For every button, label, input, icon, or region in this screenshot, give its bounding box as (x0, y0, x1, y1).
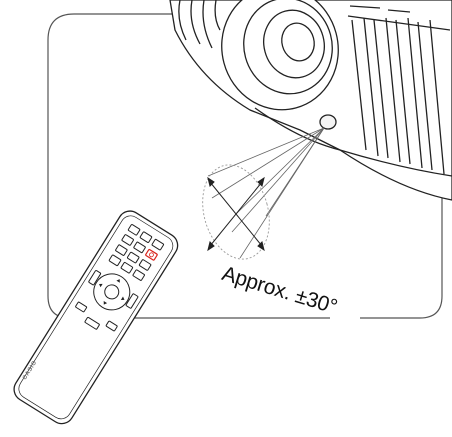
remote-buttons-top (108, 224, 165, 281)
projector-front-edge (254, 107, 452, 177)
angle-arrows (207, 176, 265, 252)
projector (169, 0, 452, 201)
power-button (145, 248, 158, 261)
ir-sensor (319, 114, 337, 130)
ir-cone (207, 127, 325, 259)
remote-side-buttons (75, 270, 139, 332)
dpad-center (104, 284, 120, 300)
ir-cone-ellipse (202, 164, 270, 260)
remote-inner-outline (18, 215, 174, 420)
dpad-arrows (99, 279, 125, 305)
power-icon (149, 252, 154, 258)
projector-top-ribs (178, 0, 221, 49)
projector-vents (347, 5, 451, 175)
remote-body (13, 210, 179, 425)
remote-control (13, 210, 179, 425)
projector-lens-glass (281, 22, 315, 62)
